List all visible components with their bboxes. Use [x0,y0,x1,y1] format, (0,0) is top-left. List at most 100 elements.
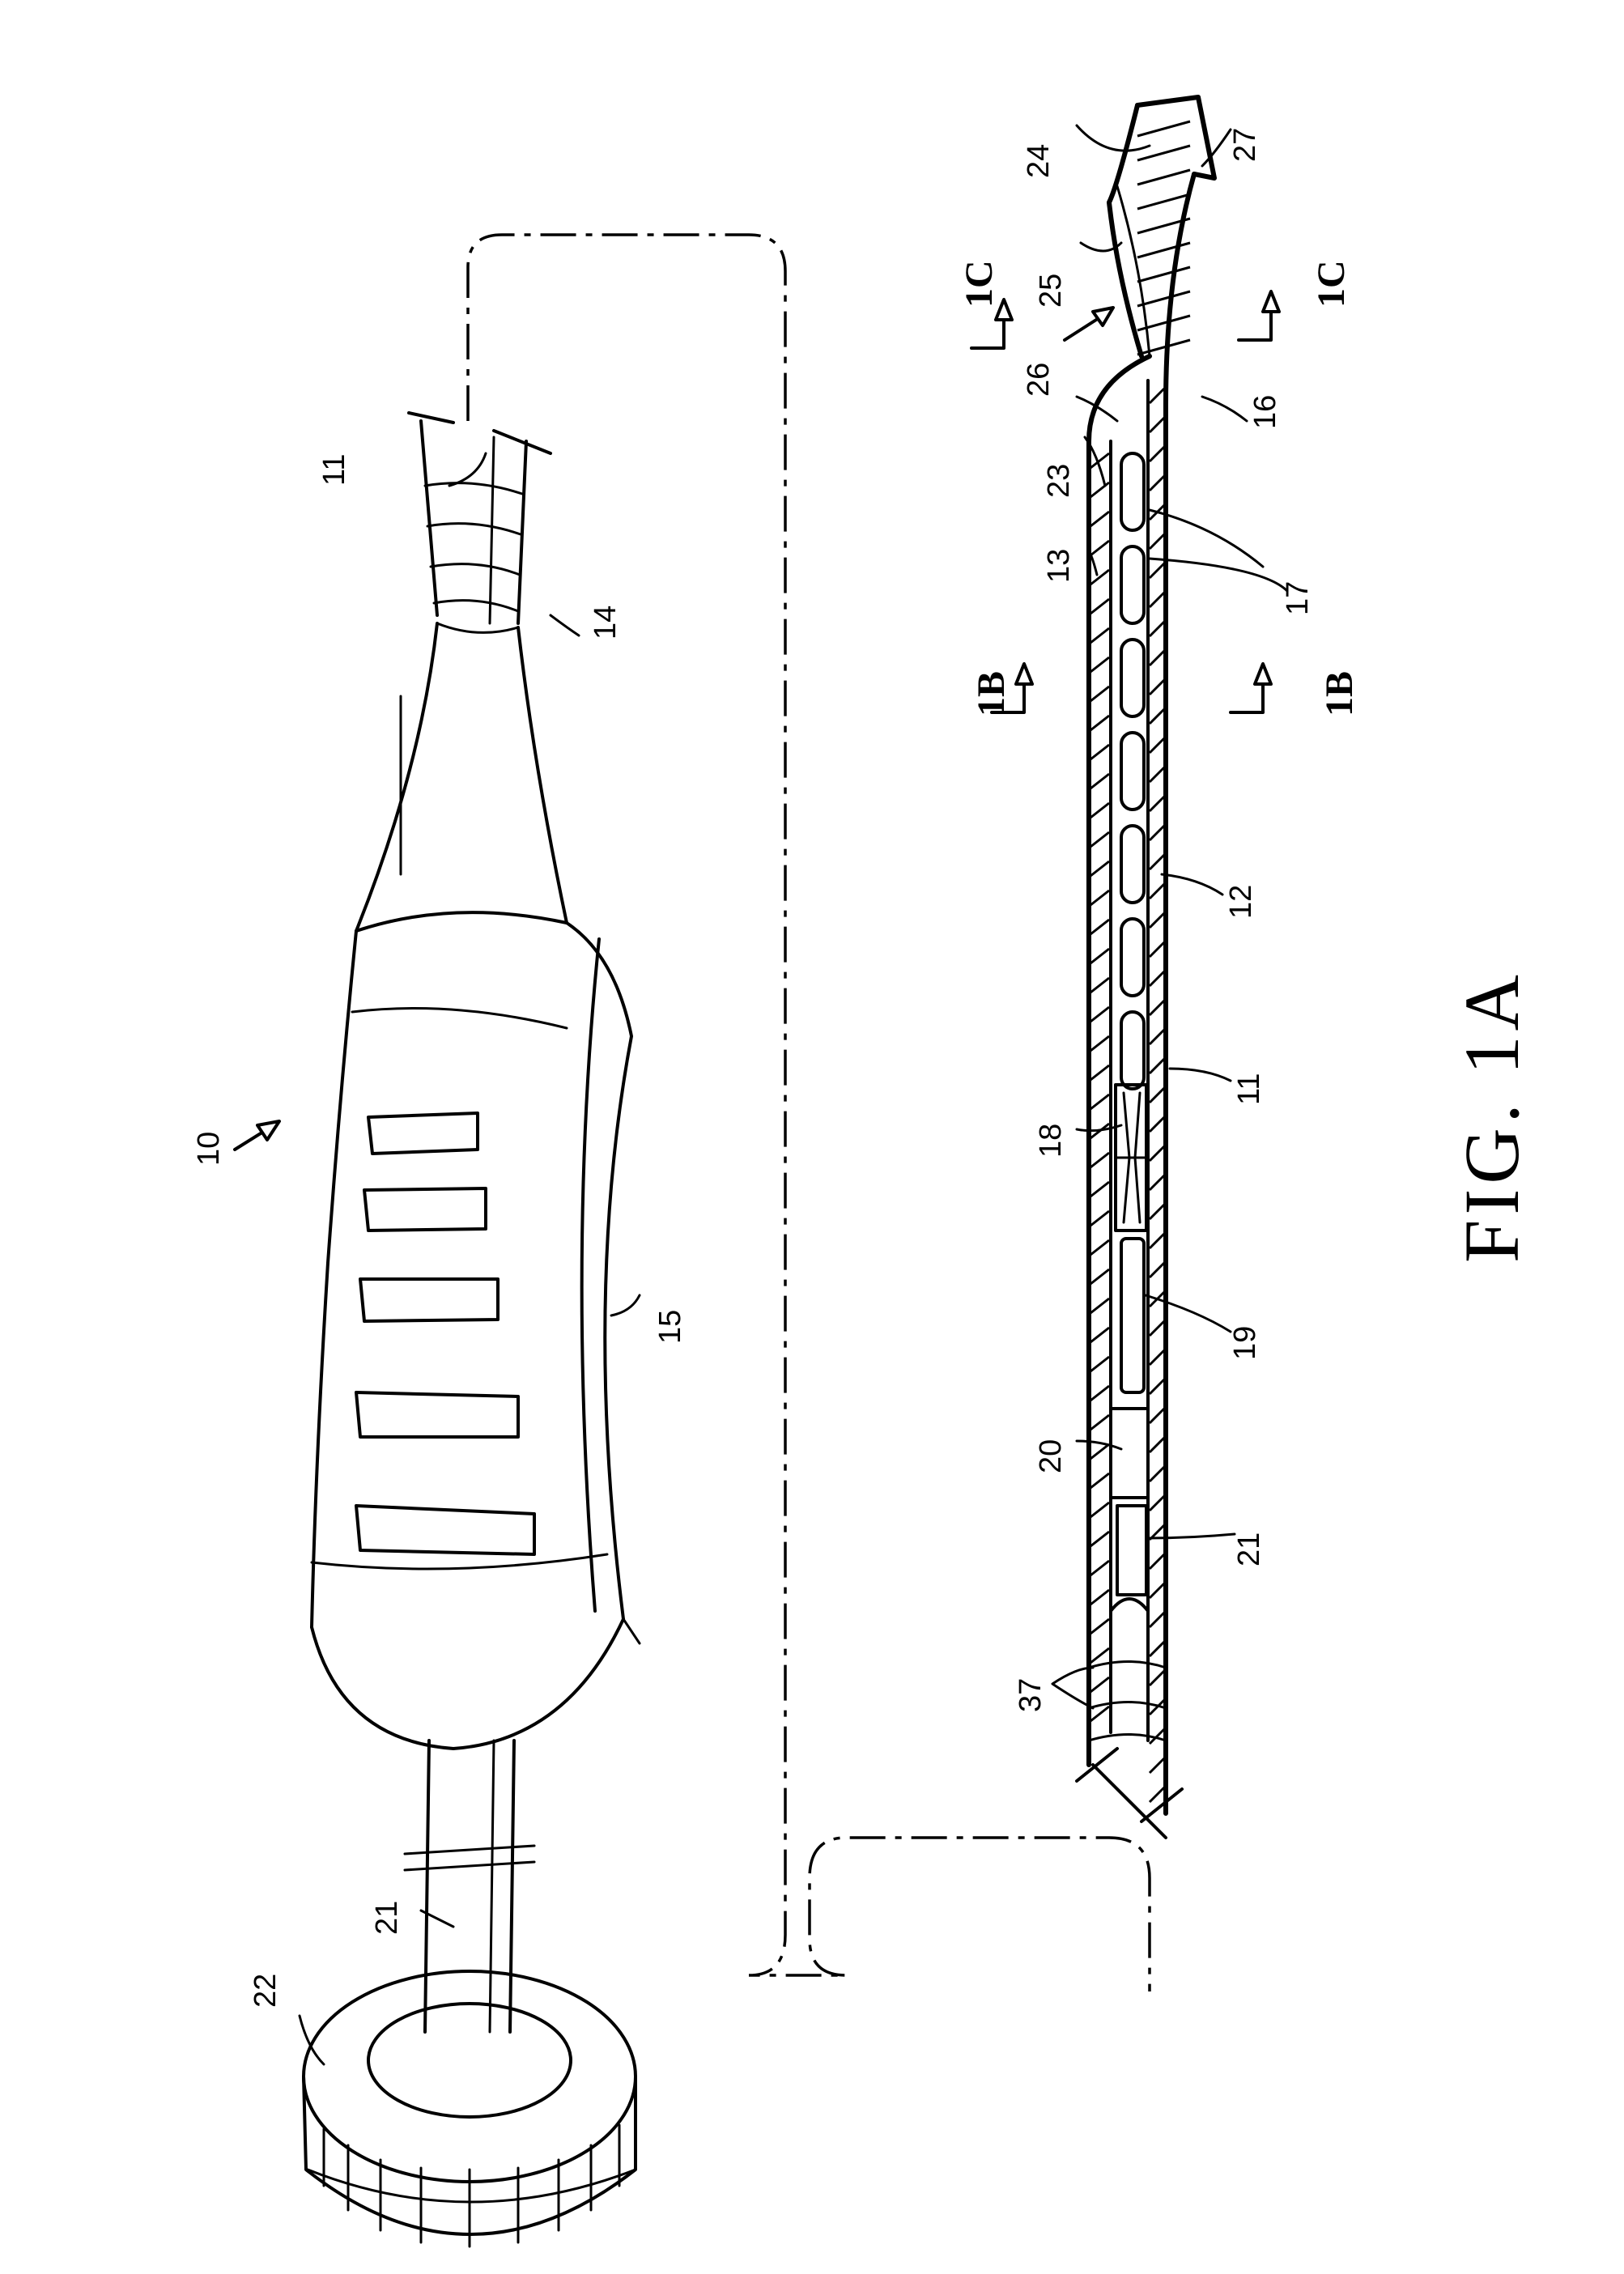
hatch-line [1090,1590,1109,1605]
hatch-line [1090,949,1109,963]
hatch-line [1150,1379,1164,1394]
hatch-line [1150,709,1164,724]
hatch-line [1090,1036,1109,1051]
hatch-line [1090,570,1109,584]
ref-10: 10 [192,1132,226,1166]
hatch-line [1090,512,1109,526]
hatch-line [1090,861,1109,876]
hatch-line [1150,1583,1164,1598]
handle-body [312,912,640,1749]
hatch-line [1150,767,1164,782]
hatch-line [1090,1415,1109,1430]
grip-slots [356,1113,534,1554]
hatch-line [1150,797,1164,811]
hatch-line [1137,267,1190,282]
markings-37 [1089,1662,1166,1741]
hatch-line [1090,1328,1109,1342]
hatch-line [1150,1059,1164,1073]
hatch-line [1150,1088,1164,1103]
hatch-line [1150,1642,1164,1656]
hatch-line [1090,832,1109,847]
ref-13: 13 [1042,549,1076,583]
hatch-line [1150,1554,1164,1569]
ref-19: 19 [1228,1326,1262,1360]
hatch-line [1090,1561,1109,1575]
injector-device [304,413,640,2246]
hatch-line [1090,1094,1109,1109]
hatch-line [1090,1386,1109,1401]
wall-hatching [1090,121,1190,1802]
hatch-line [1150,593,1164,607]
hatch-line [1150,418,1164,432]
hatch-line [1090,599,1109,614]
hatch-line [1150,1321,1164,1336]
hatch-line [1150,1234,1164,1248]
hatch-line [1150,913,1164,928]
hatch-line [1137,243,1190,257]
hatch-line [1090,657,1109,672]
hatch-line [1150,1438,1164,1452]
hatch-line [1090,1677,1109,1692]
hatch-line [1150,826,1164,840]
tube-stub [409,413,551,623]
hatch-line [1150,651,1164,665]
hatch-line [1090,1648,1109,1663]
hatch-line [1150,1671,1164,1685]
handle-nose [356,623,567,931]
hatch-line [1137,170,1190,185]
ref-14: 14 [589,606,623,640]
hatch-line [1150,1613,1164,1627]
ref-11-device: 11 [317,454,351,486]
hatch-line [1090,716,1109,730]
hatch-line [1150,447,1164,461]
hatch-line [1150,738,1164,753]
hatch-line [1090,774,1109,788]
hatch-line [1137,121,1190,136]
section-label-1c-left: 1C [958,260,1001,308]
hatch-line [1090,1065,1109,1080]
hatch-line [1150,1409,1164,1423]
ref-21-section: 21 [1232,1532,1266,1566]
ref-23: 23 [1042,464,1076,498]
hatch-line [1090,1444,1109,1459]
hatch-line [1150,1175,1164,1190]
hatch-line [1150,680,1164,695]
ref-18: 18 [1034,1124,1068,1158]
hatch-line [1090,1153,1109,1167]
section-label-1b-right: 1B [1318,671,1361,716]
ref-11-section: 11 [1232,1073,1266,1105]
hatch-line [1090,628,1109,643]
hatch-line [1150,1758,1164,1773]
hatch-line [1090,1240,1109,1255]
spacer-18 [1116,1085,1146,1231]
hatch-line [1090,1007,1109,1022]
hatch-line [1150,1146,1164,1161]
ref-25: 25 [1034,274,1068,308]
hatch-line [1150,1263,1164,1277]
hatch-line [1090,1532,1109,1546]
hatch-line [1137,291,1190,306]
ref-21-device: 21 [370,1901,404,1935]
ref-22: 22 [249,1974,283,2008]
hatch-line [1090,978,1109,992]
ref-17: 17 [1281,581,1315,615]
hatch-line [1090,1619,1109,1634]
section-cut-1b [992,664,1271,712]
hatch-line [1090,745,1109,759]
hatch-line [1150,1117,1164,1132]
plunger-rod-21 [1111,1506,1148,1611]
arrow-26 [1065,308,1113,340]
plunger-shaft [405,1741,534,2032]
hatch-line [1090,1182,1109,1197]
hatch-line [1090,1473,1109,1488]
hatch-line [1150,622,1164,636]
hatch-line [1150,1496,1164,1511]
hatch-line [1150,1350,1164,1365]
section-label-1b-left: 1B [970,671,1013,716]
ref-24: 24 [1022,144,1056,178]
hatch-line [1150,476,1164,491]
hatch-line [1137,194,1190,209]
labels: 10 11 14 15 21 22 24 27 25 26 16 23 13 1… [192,128,1535,2008]
element-19 [1121,1239,1144,1392]
ref-12: 12 [1224,885,1258,919]
